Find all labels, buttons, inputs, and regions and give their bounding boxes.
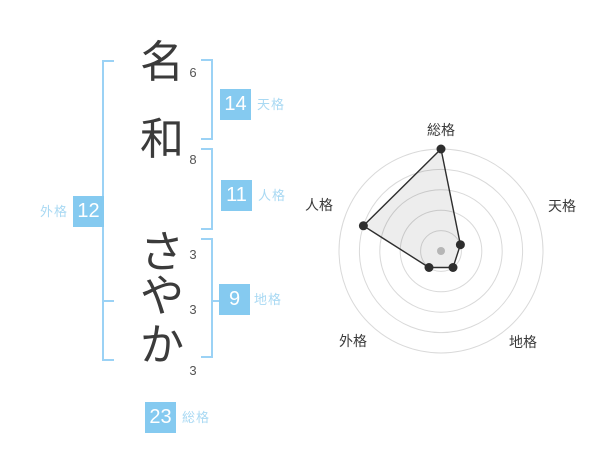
name-char-5: か xyxy=(140,321,184,370)
chikaku-bracket xyxy=(211,238,213,358)
stroke-count-3: 3 xyxy=(189,247,197,262)
soukaku-label: 総格 xyxy=(182,410,211,425)
name-char-4: や xyxy=(140,272,184,321)
radar-point xyxy=(424,263,434,272)
radar-axis-label: 人格 xyxy=(305,197,333,213)
radar-ring xyxy=(399,209,483,293)
radar-axis-label: 地格 xyxy=(509,334,537,350)
radar-polygon xyxy=(362,148,462,269)
chikaku-bracket-tick-mid xyxy=(213,300,219,302)
radar-ring xyxy=(379,189,503,313)
radar-point xyxy=(448,263,458,272)
name-char-1: 名 xyxy=(140,38,184,87)
gaikaku-bracket-tick-top xyxy=(102,60,114,62)
radar-point xyxy=(358,221,368,231)
stroke-count-5: 3 xyxy=(189,363,197,378)
radar-center-dot xyxy=(437,247,445,255)
jinkaku-bracket-tick-bottom xyxy=(201,228,213,230)
soukaku-value-badge: 23 xyxy=(145,402,176,433)
gaikaku-value-badge: 12 xyxy=(73,196,104,227)
gaikaku-bracket-tick-bottom xyxy=(102,359,114,361)
tenkaku-bracket-tick-top xyxy=(201,59,213,61)
radar-axis-label: 総格 xyxy=(427,122,455,138)
gaikaku-label: 外格 xyxy=(40,204,69,219)
radar-point xyxy=(455,240,465,250)
tenkaku-label: 天格 xyxy=(257,97,286,112)
stroke-count-2: 8 xyxy=(189,152,197,167)
chikaku-value-badge: 9 xyxy=(219,284,250,315)
fortune-radar-chart: 総格天格地格 外格 人格 xyxy=(301,111,581,391)
stroke-count-1: 6 xyxy=(189,65,197,80)
chikaku-bracket-tick-top xyxy=(201,238,213,240)
jinkaku-bracket-tick-top xyxy=(201,148,213,150)
stroke-count-4: 3 xyxy=(189,302,197,317)
chikaku-bracket-tick-bottom xyxy=(201,356,213,358)
tenkaku-value-badge: 14 xyxy=(220,89,251,120)
radar-axis-label: 天格 xyxy=(548,198,576,214)
radar-axis-label: 外格 xyxy=(339,333,367,349)
radar-ring xyxy=(420,230,462,272)
gaikaku-bracket-tick-mid xyxy=(102,300,114,302)
radar-point xyxy=(436,144,446,154)
chikaku-label: 地格 xyxy=(254,292,283,307)
jinkaku-label: 人格 xyxy=(258,188,287,203)
name-char-3: さ xyxy=(140,228,184,277)
tenkaku-bracket-tick-bottom xyxy=(201,138,213,140)
tenkaku-bracket xyxy=(211,59,213,140)
jinkaku-value-badge: 11 xyxy=(221,180,252,211)
jinkaku-bracket xyxy=(211,148,213,230)
name-char-2: 和 xyxy=(140,115,184,164)
radar-ring xyxy=(358,168,524,334)
